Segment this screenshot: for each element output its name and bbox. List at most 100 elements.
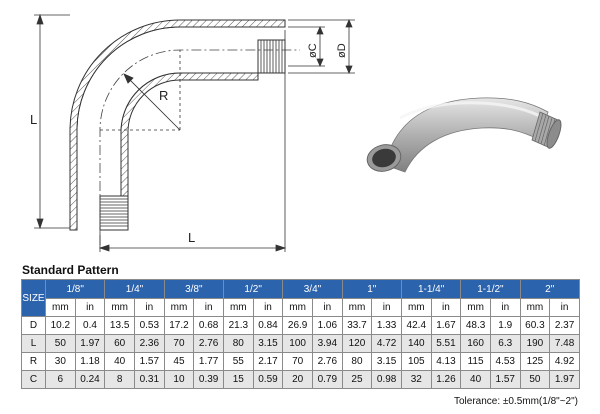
dimension-horizontal [98,30,287,252]
unit-cell: in [430,298,462,317]
table-cell: 60.3 [519,316,551,335]
table-cell: 0.53 [133,316,165,335]
row-label: R [21,352,46,371]
unit-cell: in [371,298,402,317]
table-cell: 40 [460,370,491,389]
diameter-d-label: øD [336,43,348,58]
unit-cell: in [74,298,106,317]
thread-right [257,26,286,74]
thread-bottom [99,195,129,231]
table-cell: 20 [282,370,313,389]
table-cell: 100 [282,334,313,353]
table-cell: 2.36 [133,334,165,353]
section-title: Standard Pattern [22,263,119,277]
table-cell: 1.97 [549,370,580,389]
size-column: 3/4" [282,279,343,299]
size-column: 1/2" [222,279,284,299]
size-column: 1-1/2" [460,279,521,299]
unit-cell: in [311,298,343,317]
table-cell: 80 [222,334,254,353]
table-cell: 13.5 [104,316,135,335]
table-cell: 1.57 [133,352,165,371]
table-cell: 1.97 [74,334,106,353]
table-cell: 0.68 [193,316,224,335]
unit-cell: in [193,298,224,317]
table-cell: 5.51 [430,334,462,353]
table-cell: 45 [163,352,195,371]
table-cell: 7.48 [549,334,580,353]
table-cell: 105 [400,352,432,371]
table-cell: 0.79 [311,370,343,389]
radius-indicator [100,50,181,131]
table-cell: 30 [45,352,76,371]
unit-cell: mm [282,298,313,317]
table-cell: 1.33 [371,316,402,335]
length-horizontal-label: L [188,230,195,245]
table-cell: 4.72 [371,334,402,353]
table-cell: 48.3 [460,316,491,335]
size-column: 2" [519,279,580,299]
table-cell: 0.84 [252,316,284,335]
unit-cell: in [549,298,580,317]
table-cell: 4.92 [549,352,580,371]
table-cell: 8 [104,370,135,389]
table-cell: 1.67 [430,316,462,335]
table-cell: 3.94 [311,334,343,353]
table-cell: 4.53 [489,352,521,371]
unit-cell: in [252,298,284,317]
table-cell: 6 [45,370,76,389]
table-cell: 25 [341,370,373,389]
table-cell: 32 [400,370,432,389]
size-column: 1/8" [44,279,106,299]
table-cell: 50 [519,370,551,389]
table-cell: 26.9 [282,316,313,335]
dimension-vertical [34,13,70,230]
table-cell: 80 [341,352,373,371]
table-cell: 40 [104,352,135,371]
radius-label: R [159,88,168,103]
table-cell: 60 [104,334,135,353]
table-cell: 42.4 [400,316,432,335]
table-cell: 50 [45,334,76,353]
table-cell: 0.4 [74,316,106,335]
tolerance-note: Tolerance: ±0.5mm(1/8"~2") [453,396,578,407]
table-cell: 3.15 [252,334,284,353]
size-header-row: SIZE 1/8" 1/4" 3/8" 1/2" 3/4" 1" 1-1/4" … [21,279,580,317]
table-cell: 10.2 [45,316,76,335]
table-cell: 3.15 [371,352,402,371]
table-cell: 1.18 [74,352,106,371]
unit-cell: mm [45,298,76,317]
table-cell: 1.06 [311,316,343,335]
size-column: 1" [341,279,402,299]
table-cell: 0.98 [371,370,402,389]
table-cell: 0.39 [193,370,224,389]
unit-cell: mm [341,298,373,317]
table-cell: 1.57 [489,370,521,389]
table-cell: 2.76 [311,352,343,371]
table-cell: 2.17 [252,352,284,371]
size-column: 1-1/4" [400,279,462,299]
size-header: SIZE [21,279,46,317]
table-cell: 0.59 [252,370,284,389]
dimension-table: SIZE 1/8" 1/4" 3/8" 1/2" 3/4" 1" 1-1/4" … [21,279,580,389]
table-cell: 140 [400,334,432,353]
table-cell: 0.31 [133,370,165,389]
table-cell: 55 [222,352,254,371]
table-cell: 0.24 [74,370,106,389]
centerlines [99,49,300,245]
table-cell: 2.76 [193,334,224,353]
unit-cell: in [133,298,165,317]
length-vertical-label: L [30,112,37,127]
unit-cell: mm [163,298,195,317]
unit-cell: mm [400,298,432,317]
unit-cell: mm [519,298,551,317]
table-cell: 160 [460,334,491,353]
table-cell: 190 [519,334,551,353]
table-cell: 17.2 [163,316,195,335]
